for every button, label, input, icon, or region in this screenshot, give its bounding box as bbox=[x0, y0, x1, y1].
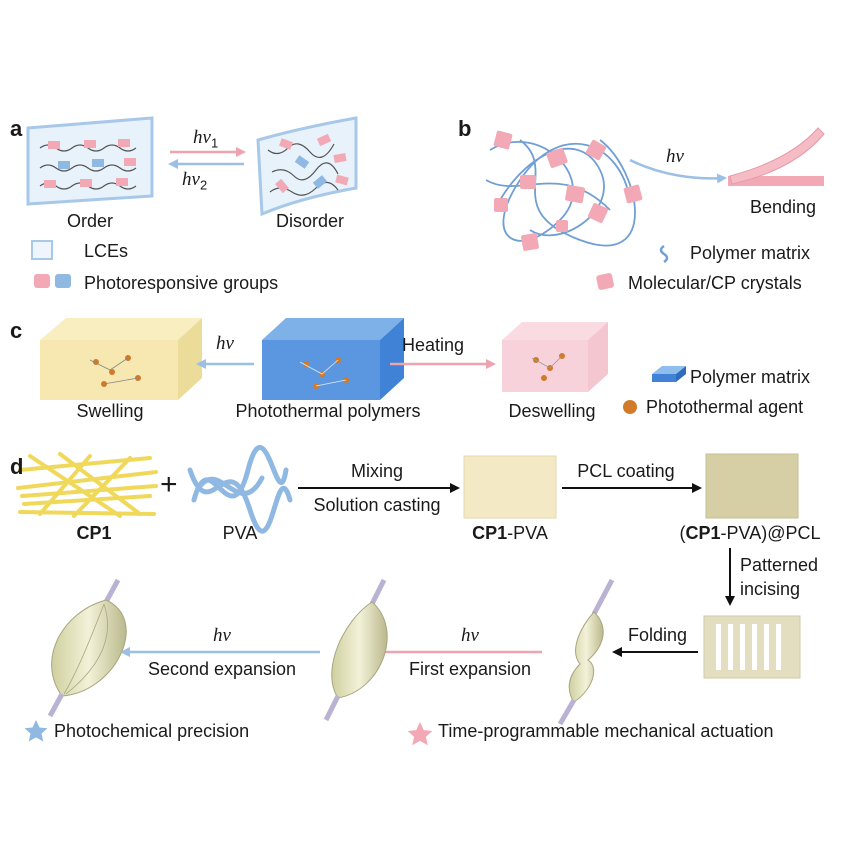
lce-film-disorder bbox=[256, 116, 358, 217]
lce-legend-label: LCEs bbox=[84, 241, 129, 261]
order-label: Order bbox=[66, 211, 114, 231]
panel-label-a: a bbox=[10, 116, 23, 141]
c-hv-label: hν bbox=[216, 333, 234, 354]
arrow-b-hv bbox=[629, 158, 727, 184]
cp1-label: CP1 bbox=[76, 523, 112, 543]
folded-actuator bbox=[557, 578, 615, 726]
coated-film bbox=[705, 453, 799, 519]
bending-label: Bending bbox=[750, 197, 817, 217]
b-hv-label: hν bbox=[666, 146, 684, 167]
first-expanded-actuator bbox=[323, 578, 388, 722]
blue-star-icon bbox=[24, 720, 48, 742]
first-hv-label: hν bbox=[461, 625, 479, 646]
swelling-block bbox=[40, 318, 202, 400]
cp1-pva-label: CP1-PVA bbox=[472, 523, 548, 543]
pink-group-icon bbox=[34, 274, 50, 288]
heating-label: Heating bbox=[402, 335, 465, 355]
patterned-label: Patterned bbox=[740, 555, 819, 575]
time-programmable-label: Time-programmable mechanical actuation bbox=[438, 721, 774, 741]
second-expanded-actuator bbox=[47, 578, 127, 718]
lce-film-order bbox=[26, 116, 154, 206]
pcl-coating-label: PCL coating bbox=[577, 461, 675, 481]
lce-legend-icon bbox=[31, 240, 53, 260]
pva-chains bbox=[187, 445, 293, 534]
patterned-film bbox=[703, 615, 801, 679]
incising-label: incising bbox=[740, 579, 801, 599]
mixing-label: Mixing bbox=[350, 461, 404, 481]
photothermal-block bbox=[262, 318, 404, 400]
photothermal-agent-icon bbox=[623, 400, 637, 414]
blue-group-icon bbox=[55, 274, 71, 288]
pva-label: PVA bbox=[222, 523, 258, 543]
polymer-matrix-block-icon bbox=[652, 366, 686, 382]
b-polymer-legend-label: Polymer matrix bbox=[690, 243, 811, 263]
pink-star-icon bbox=[407, 722, 433, 746]
c-polymer-legend-label: Polymer matrix bbox=[690, 367, 811, 387]
cp1-fibers bbox=[16, 452, 158, 518]
panel-label-d: d bbox=[10, 454, 24, 479]
disorder-label: Disorder bbox=[275, 211, 345, 231]
second-expansion-label: Second expansion bbox=[147, 659, 297, 679]
crystal-icon bbox=[596, 273, 614, 290]
photothermal-polymers-label: Photothermal polymers bbox=[235, 401, 421, 421]
first-expansion-label: First expansion bbox=[408, 659, 532, 679]
solution-casting-label: Solution casting bbox=[313, 495, 441, 515]
photothermal-agent-legend-label: Photothermal agent bbox=[646, 397, 804, 417]
panel-label-c: c bbox=[10, 318, 23, 343]
hv1-label: hν1 bbox=[193, 127, 219, 151]
folding-label: Folding bbox=[628, 625, 688, 645]
coated-film-label: (CP1-PVA)@PCL bbox=[679, 523, 821, 543]
swelling-label: Swelling bbox=[76, 401, 144, 421]
polymer-network bbox=[485, 130, 643, 251]
photochemical-precision-label: Photochemical precision bbox=[54, 721, 250, 741]
polymer-matrix-icon bbox=[659, 244, 669, 264]
photoresponsive-legend-label: Photoresponsive groups bbox=[84, 273, 279, 293]
plus-sign: + bbox=[160, 468, 178, 501]
crystals-legend-label: Molecular/CP crystals bbox=[628, 273, 802, 293]
deswelling-block bbox=[502, 322, 608, 392]
second-hv-label: hν bbox=[213, 625, 231, 646]
bending-strip bbox=[728, 127, 825, 186]
cp1-pva-film bbox=[463, 455, 557, 519]
panel-label-b: b bbox=[458, 116, 472, 141]
deswelling-label: Deswelling bbox=[508, 401, 596, 421]
hv2-label: hν2 bbox=[182, 169, 208, 193]
